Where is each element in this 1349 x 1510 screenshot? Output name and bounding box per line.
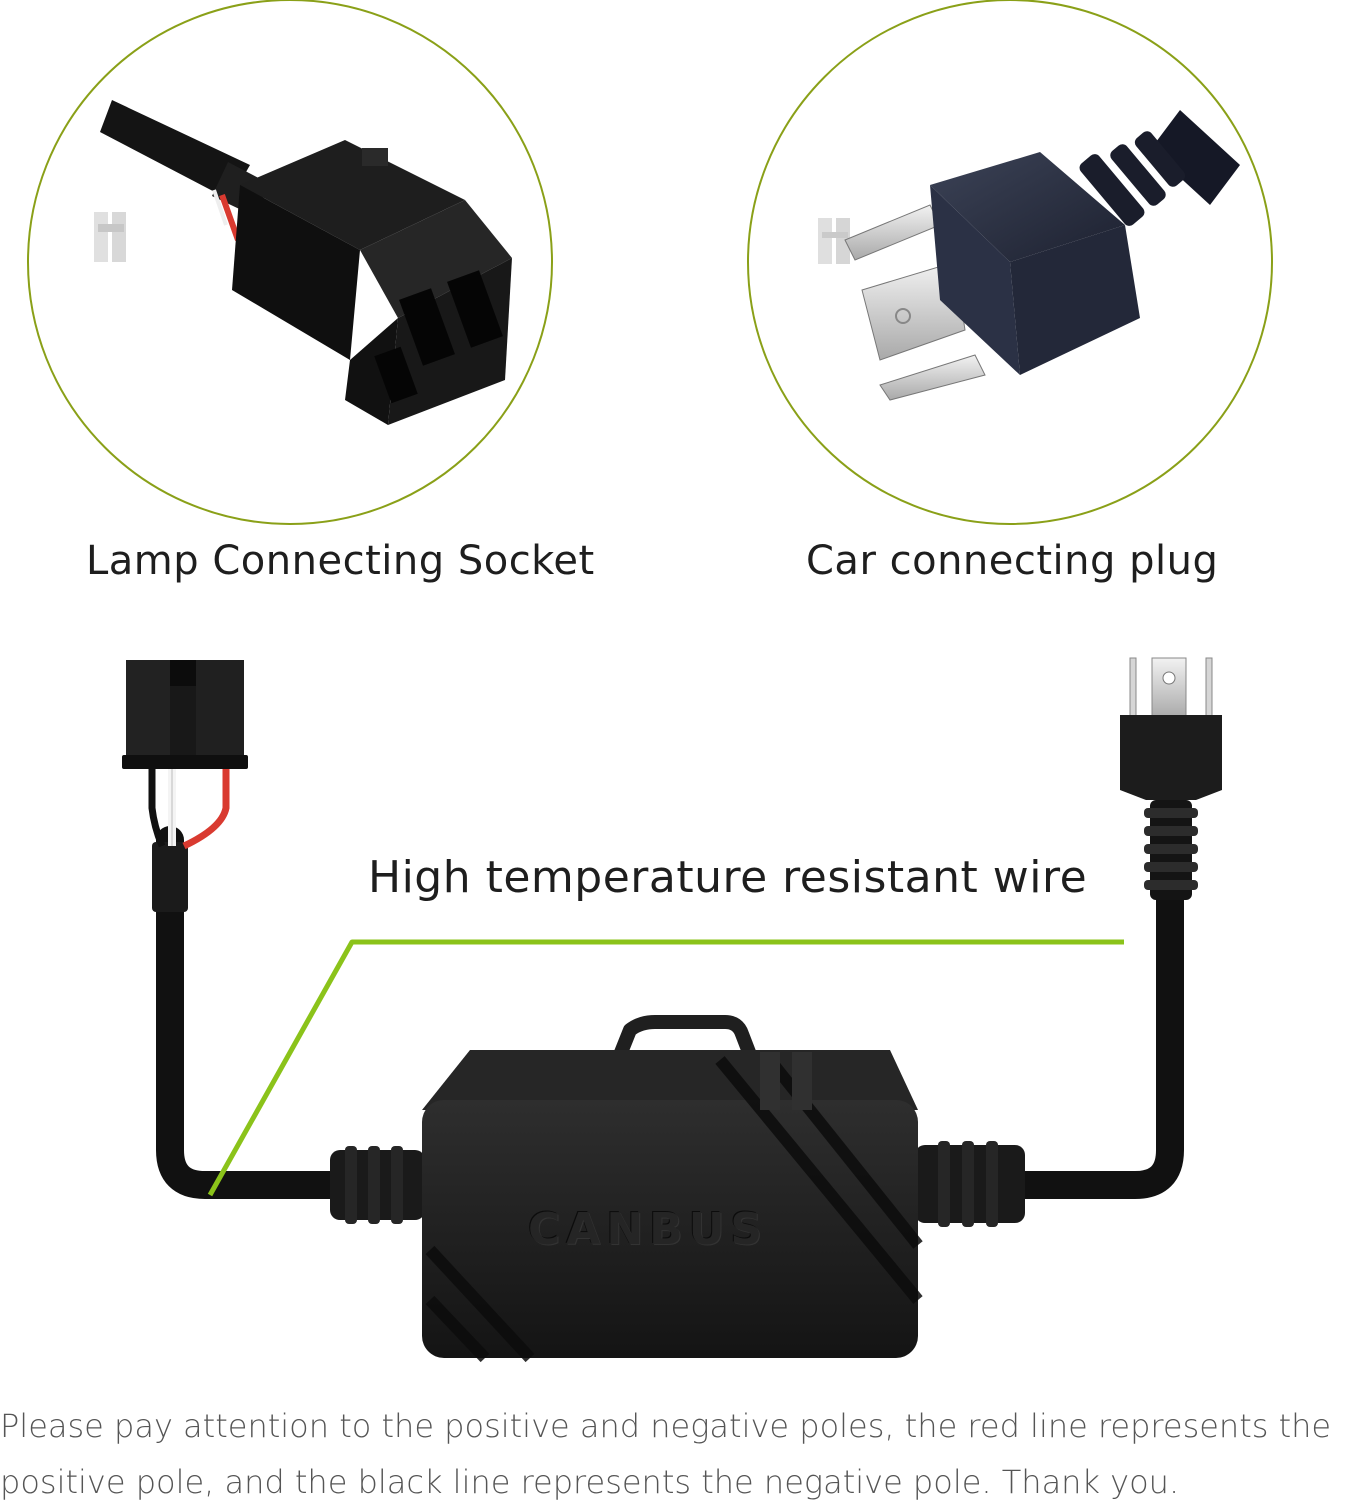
note-line-1: Please pay attention to the positive and… [0, 1407, 1332, 1445]
plug-label: Car connecting plug [806, 538, 1219, 584]
device-handle [611, 1015, 759, 1063]
canbus-decoder-box [422, 1050, 923, 1363]
plug-detail-circle [747, 0, 1273, 525]
plug-cable [1150, 110, 1240, 205]
left-cable-gland [330, 1146, 425, 1224]
canbus-brand-text: CANBUS [528, 1204, 769, 1255]
harness-socket [122, 660, 248, 769]
socket-label: Lamp Connecting Socket [86, 538, 595, 584]
wire-pointer-line [207, 939, 1124, 1197]
right-cable-gland [915, 1141, 1025, 1227]
blurred-tag-icon-2 [818, 218, 850, 264]
plug-strain-relief [1079, 131, 1186, 226]
wire-label: High temperature resistant wire [368, 852, 1088, 903]
polarity-note: Please pay attention to the positive and… [0, 1398, 1349, 1510]
plug-connector [930, 152, 1140, 375]
left-cable [156, 826, 349, 1199]
note-line-2: positive pole, and the black line repres… [0, 1463, 1180, 1501]
plug-pins [844, 204, 986, 401]
socket-detail-circle [27, 0, 553, 525]
right-cable [1006, 886, 1184, 1199]
socket-connector [232, 140, 512, 425]
socket-wires [148, 765, 230, 850]
heat-shrink-sleeve [152, 842, 188, 912]
harness-plug [1120, 657, 1222, 900]
harness-illustration [122, 657, 1222, 1363]
blurred-tag-icon [94, 212, 126, 262]
